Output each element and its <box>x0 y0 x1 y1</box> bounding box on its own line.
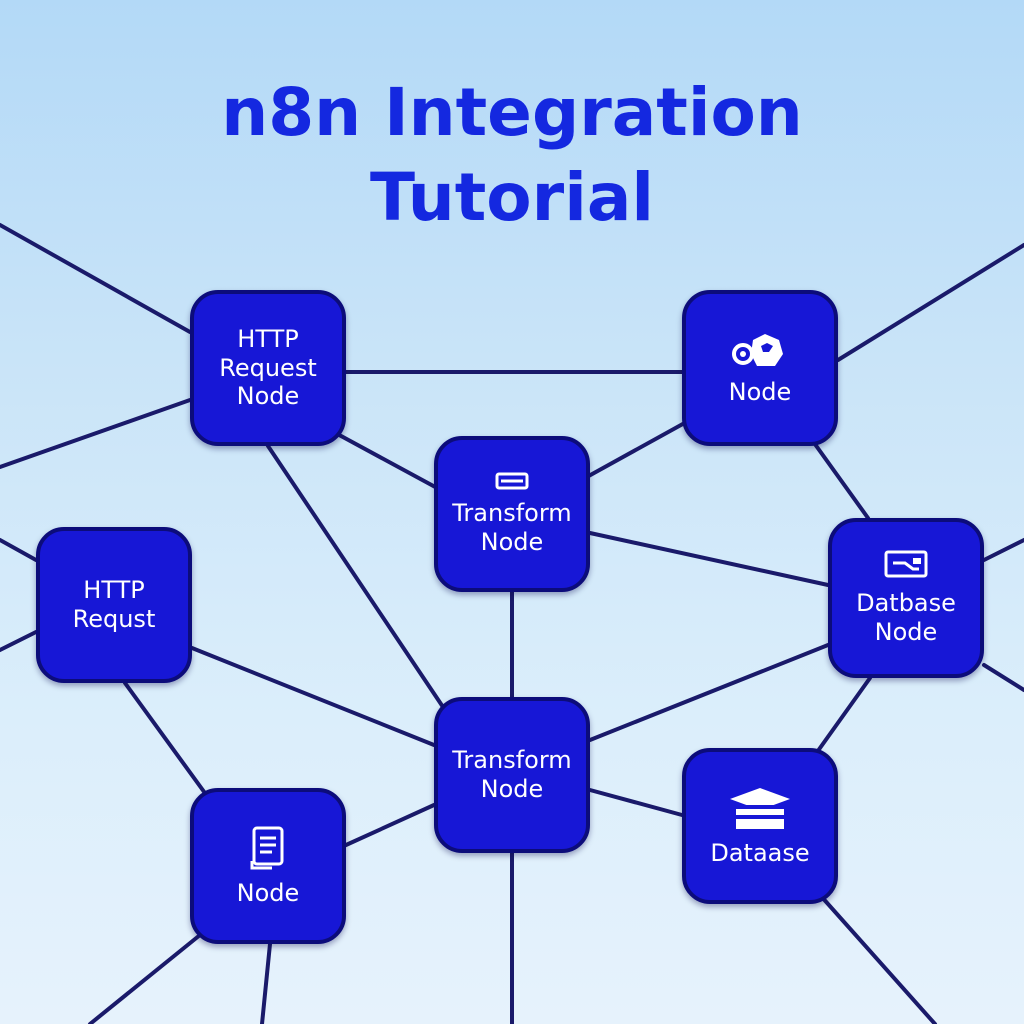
node-label: HTTP Requst <box>72 576 156 633</box>
document-icon <box>248 825 288 875</box>
node-http-request-node[interactable]: HTTP Request Node <box>190 290 346 446</box>
connection-line <box>982 663 1024 692</box>
rectangle-icon <box>495 471 529 495</box>
node-transform-1[interactable]: Transform Node <box>434 436 590 592</box>
node-top-right[interactable]: Node <box>682 290 838 446</box>
node-bottom-left[interactable]: Node <box>190 788 346 944</box>
connection-line <box>982 538 1024 562</box>
connection-line <box>836 243 1024 362</box>
connection-line <box>266 444 447 712</box>
connection-line <box>0 630 38 652</box>
puzzle-icon <box>731 330 789 374</box>
page-title-line-1: n8n Integration <box>221 74 803 151</box>
node-label: Node <box>728 377 792 406</box>
connection-line <box>260 942 272 1024</box>
connection-line <box>190 646 436 747</box>
connection-line <box>344 803 436 847</box>
node-label: HTTP Request Node <box>219 324 317 411</box>
connection-line <box>123 681 212 802</box>
node-label: Transform Node <box>452 746 572 803</box>
node-dataase[interactable]: Dataase <box>682 748 838 904</box>
monitor-icon <box>883 549 929 585</box>
connection-line <box>0 398 192 469</box>
connection-line <box>88 933 202 1024</box>
connection-line <box>328 428 452 497</box>
connection-line <box>583 418 692 480</box>
connection-line <box>588 788 684 817</box>
page-title-line-2: Tutorial <box>370 159 654 236</box>
node-label: Dataase <box>710 838 810 867</box>
connection-line <box>588 531 830 587</box>
database-icon <box>727 785 793 835</box>
node-label: Node <box>236 878 300 907</box>
connection-line <box>0 223 192 334</box>
node-datbase[interactable]: Datbase Node <box>828 518 984 678</box>
node-transform-2[interactable]: Transform Node <box>434 697 590 853</box>
connection-line <box>818 893 937 1024</box>
connection-line <box>813 676 872 757</box>
connection-line <box>0 538 38 562</box>
node-label: Datbase Node <box>856 589 956 646</box>
node-label: Transform Node <box>452 499 572 556</box>
connection-line <box>588 643 830 742</box>
node-http-request[interactable]: HTTP Requst <box>36 527 192 683</box>
connection-line <box>810 438 870 520</box>
